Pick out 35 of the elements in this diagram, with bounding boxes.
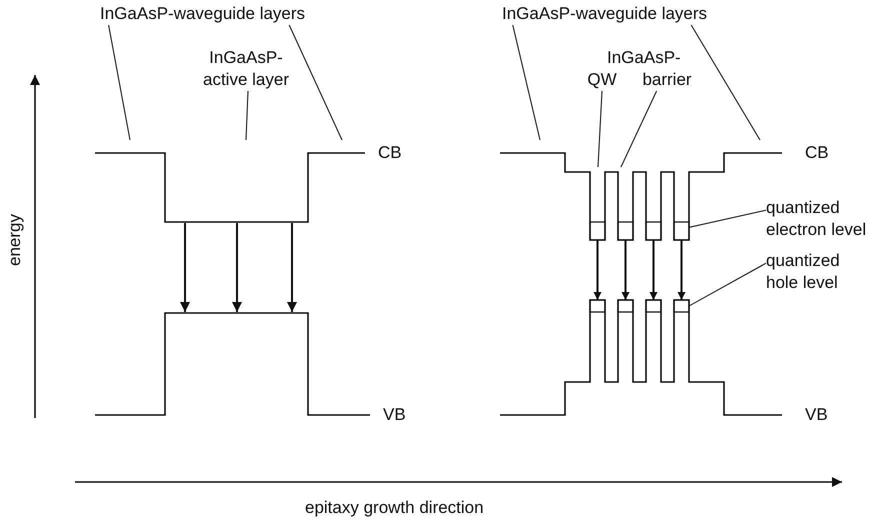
band-label: VB bbox=[383, 404, 406, 426]
leader-line bbox=[288, 24, 342, 140]
arrow bbox=[594, 240, 602, 300]
energy-level-box bbox=[673, 221, 690, 241]
leader-line bbox=[512, 24, 540, 140]
leader-line bbox=[688, 210, 766, 228]
arrow bbox=[678, 240, 686, 300]
layer-label: barrier bbox=[641, 69, 693, 91]
energy-level-box bbox=[617, 221, 634, 241]
axis-label: epitaxy growth direction bbox=[305, 497, 484, 519]
layer-label: InGaAsP- active layer bbox=[196, 47, 296, 91]
energy-level-box bbox=[673, 299, 690, 313]
energy-level-box bbox=[589, 299, 606, 313]
energy-level-box bbox=[645, 299, 662, 313]
energy-level-box bbox=[617, 299, 634, 313]
leader-line bbox=[598, 90, 602, 168]
layer-label: InGaAsP- bbox=[607, 47, 681, 69]
layer-label: quantized electron level bbox=[766, 197, 891, 241]
leader-line bbox=[690, 24, 760, 140]
energy-level-box bbox=[589, 221, 606, 241]
leader-line bbox=[246, 90, 248, 140]
band-label: CB bbox=[378, 142, 402, 164]
leader-line bbox=[108, 24, 130, 140]
leader-line bbox=[620, 90, 658, 168]
energy-level-box bbox=[645, 221, 662, 241]
band-label: CB bbox=[805, 142, 829, 164]
arrow bbox=[650, 240, 658, 300]
axis-label: energy bbox=[4, 214, 25, 266]
layer-label: InGaAsP-waveguide layers bbox=[100, 3, 315, 25]
arrow bbox=[622, 240, 630, 300]
layer-label: QW bbox=[587, 69, 617, 91]
band-label: VB bbox=[805, 404, 828, 426]
leader-line bbox=[688, 262, 766, 306]
layer-label: InGaAsP-waveguide layers bbox=[502, 3, 717, 25]
layer-label: quantized hole level bbox=[766, 250, 866, 294]
